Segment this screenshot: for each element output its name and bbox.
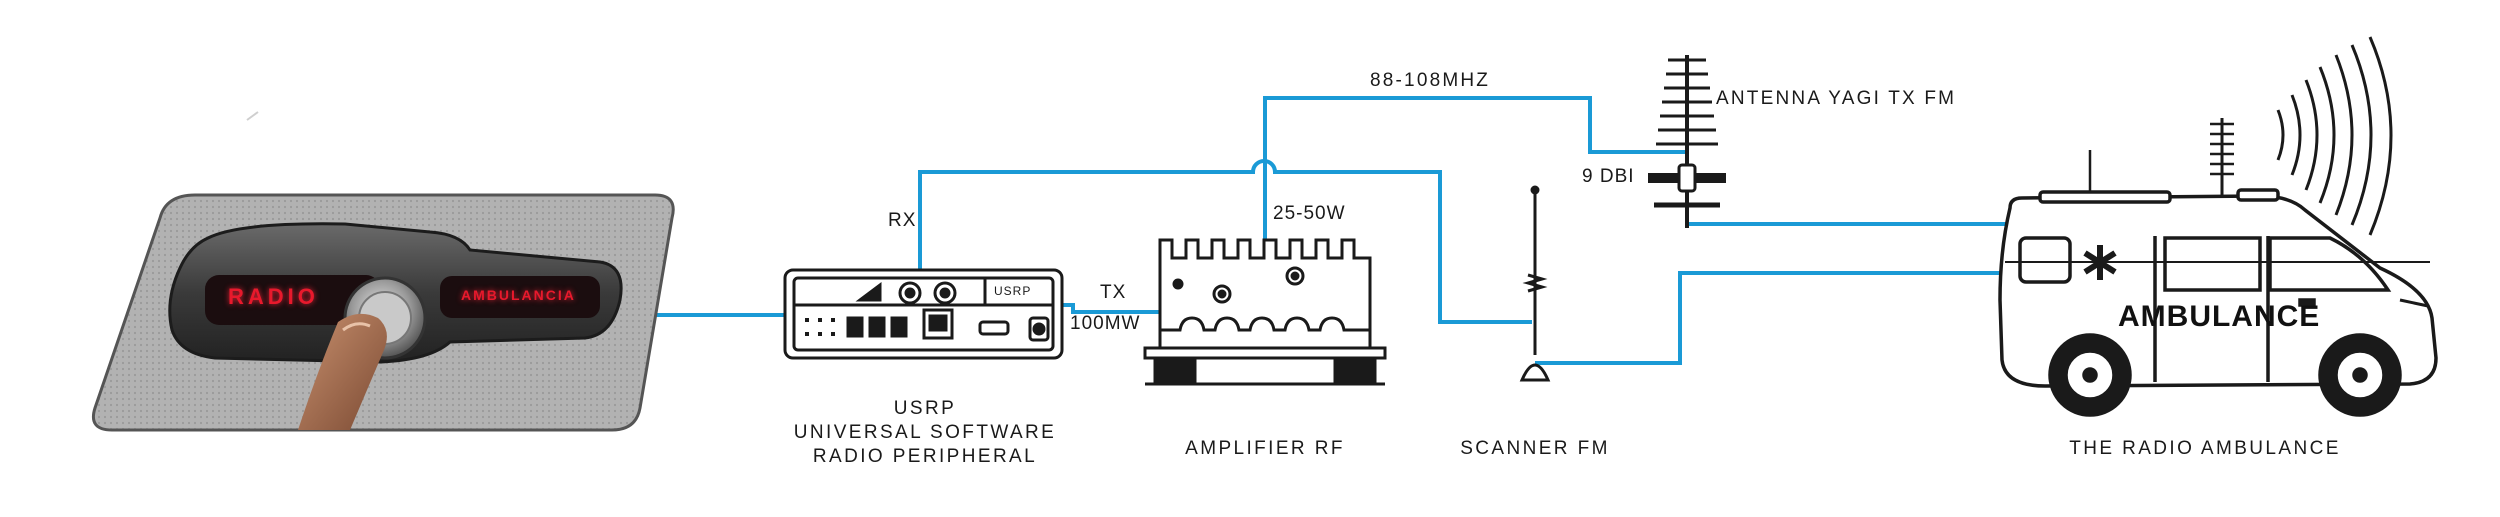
- usrp-caption-line: UNIVERSAL SOFTWARE: [793, 422, 1057, 443]
- usrp-connector-icon: [898, 281, 922, 305]
- radio-led-label: RADIO: [228, 284, 319, 309]
- usrp-connector-icon: [933, 281, 957, 305]
- usrp-caption-line: USRP: [893, 398, 957, 419]
- usrp-caption-line: RADIO PERIPHERAL: [812, 446, 1038, 467]
- roof-panel-photo: [91, 111, 675, 432]
- tx-label: TX: [1100, 282, 1127, 303]
- usrp-device: [783, 268, 1064, 360]
- wire-scanner-to-ambulance: [1535, 271, 2010, 365]
- ambulance: [1998, 36, 2438, 417]
- ambulance-caption: THE RADIO AMBULANCE: [2069, 438, 2341, 459]
- frequency-label: 88-108MHZ: [1370, 70, 1491, 91]
- radio-waves-icon: [2276, 36, 2393, 236]
- finger: [298, 313, 387, 430]
- tx-power-label: 100MW: [1070, 313, 1141, 334]
- rf-amplifier: [1143, 238, 1387, 386]
- signal-wires: [650, 96, 2010, 365]
- star-of-life-icon: [2083, 245, 2117, 280]
- yagi-antenna: [1648, 55, 1726, 228]
- amp-connector-icon: [1212, 284, 1232, 304]
- usb-port-icon: [978, 320, 1010, 336]
- usrp-port-label: USRP: [994, 284, 1032, 298]
- ambulance-side-text: AMBULANCE: [2118, 300, 2321, 333]
- amp-power-label: 25-50W: [1273, 203, 1346, 224]
- ethernet-port-icon: [922, 308, 954, 340]
- scanner-caption: SCANNER FM: [1460, 438, 1610, 459]
- wire-amplifier-to-antenna: [1263, 96, 1687, 258]
- ambulancia-led-label: AMBULANCIA: [461, 287, 576, 303]
- rx-label: RX: [888, 210, 917, 231]
- antenna-label: ANTENNA YAGI TX FM: [1716, 88, 1957, 109]
- amp-connector-icon: [1285, 266, 1305, 286]
- scanner-fm: [1519, 185, 1551, 382]
- wire-usrp-tx-to-amplifier: [1062, 303, 1160, 314]
- signal-strength-icon: [855, 282, 882, 302]
- amplifier-caption: AMPLIFIER RF: [1185, 438, 1345, 459]
- usrp-caption: USRP UNIVERSAL SOFTWARE RADIO PERIPHERAL: [780, 397, 1070, 469]
- gain-label: 9 DBI: [1582, 166, 1635, 187]
